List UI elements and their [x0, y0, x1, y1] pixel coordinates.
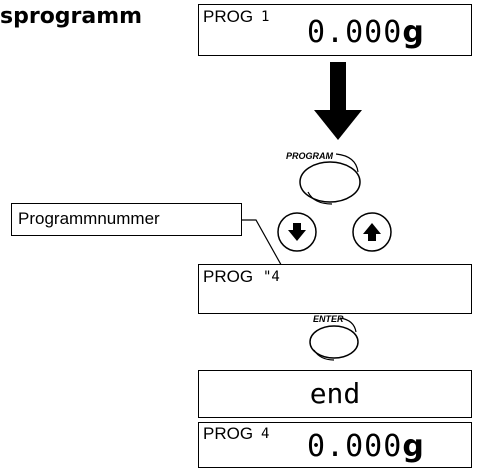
display-prog-label: PROG — [203, 267, 254, 286]
display-weight: 0.000g — [307, 429, 425, 464]
display-program-select: PROG "4 — [198, 264, 472, 314]
arrow-up-button[interactable] — [350, 210, 394, 254]
display-prog-label: PROG — [203, 424, 254, 443]
enter-button-label: ENTER — [313, 314, 344, 324]
display-prog-label: PROG — [203, 7, 254, 26]
display-end-text: end — [309, 377, 361, 410]
program-button[interactable] — [294, 146, 368, 210]
flow-arrow-down-icon — [314, 62, 362, 140]
arrow-down-button[interactable] — [275, 210, 319, 254]
display-initial: PROG 1 0.000g — [198, 4, 472, 56]
display-weight: 0.000g — [307, 15, 425, 50]
program-number-callout: Programmnummer — [11, 203, 242, 236]
section-heading: sprogramm — [0, 4, 143, 29]
display-program-number: 4 — [261, 426, 270, 442]
display-program-number: "4 — [263, 269, 280, 285]
display-program-number: 1 — [261, 9, 270, 25]
callout-leader-line — [242, 219, 285, 271]
program-button-label: PROGRAM — [286, 151, 333, 161]
enter-button[interactable] — [302, 312, 366, 366]
display-end: end — [198, 370, 472, 418]
display-final: PROG 4 0.000g — [198, 422, 472, 468]
